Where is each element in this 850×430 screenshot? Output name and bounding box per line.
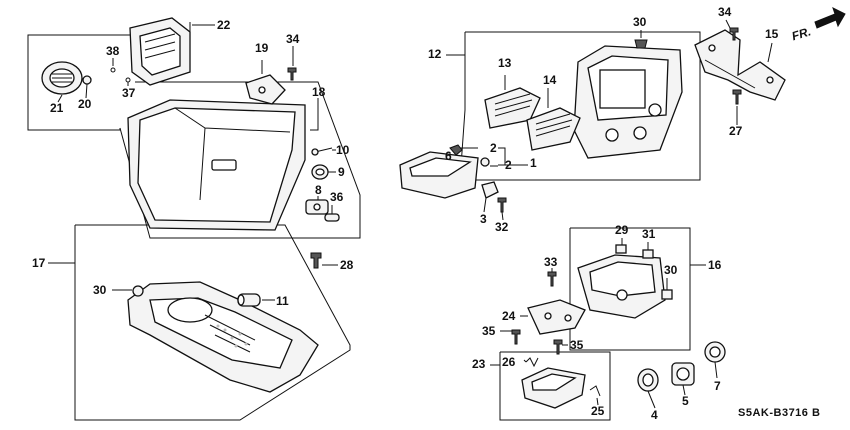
bracket-24 xyxy=(527,299,586,335)
callout-6: 6 xyxy=(445,149,452,163)
callout-30-lower: 30 xyxy=(93,283,107,297)
diagram-code: S5AK-B3716 B xyxy=(738,407,820,419)
callout-14: 14 xyxy=(543,73,557,87)
spring-26 xyxy=(525,357,539,368)
damper-9 xyxy=(311,164,329,180)
callout-36: 36 xyxy=(330,190,344,204)
front-direction-arrow xyxy=(814,7,846,29)
callout-15: 15 xyxy=(765,27,779,41)
screw-35-left xyxy=(511,329,521,345)
vent-13 xyxy=(484,87,541,129)
lighter-7 xyxy=(704,341,726,363)
callout-9: 9 xyxy=(338,165,345,179)
callout-34-right: 34 xyxy=(718,5,732,19)
clip-31 xyxy=(642,249,654,259)
callout-22: 22 xyxy=(217,18,231,32)
callout-34-left: 34 xyxy=(286,32,300,46)
frame-group-12 xyxy=(459,31,701,181)
tray-23 xyxy=(521,367,586,409)
clip-25 xyxy=(589,385,601,397)
callout-24: 24 xyxy=(502,309,516,323)
stopper-19 xyxy=(245,74,286,105)
callout-4: 4 xyxy=(651,408,658,422)
frame-group-23 xyxy=(499,351,611,421)
callout-2-upper: 2 xyxy=(490,141,497,155)
callout-27: 27 xyxy=(729,124,743,138)
pin-36 xyxy=(324,213,340,222)
callout-1: 1 xyxy=(530,156,537,170)
center-panel-12 xyxy=(573,45,683,159)
socket-5 xyxy=(671,362,695,386)
callout-30-top: 30 xyxy=(633,15,647,29)
screw-33 xyxy=(547,271,557,287)
callout-21: 21 xyxy=(50,101,64,115)
leader-lines xyxy=(48,19,773,409)
latch-8 xyxy=(305,199,329,215)
callout-19: 19 xyxy=(255,41,269,55)
pocket-6 xyxy=(399,151,479,199)
callout-37: 37 xyxy=(122,86,136,100)
diagram-code-suffix: B xyxy=(811,407,821,419)
callout-33: 33 xyxy=(544,255,558,269)
clip-37-38 xyxy=(110,67,131,83)
diagram-code-number: S5AK-B3716 xyxy=(738,407,809,419)
cushion-11 xyxy=(237,293,261,307)
callout-35-right: 35 xyxy=(570,338,584,352)
lower-panel-16 xyxy=(577,254,666,319)
callout-13: 13 xyxy=(498,56,512,70)
callout-12: 12 xyxy=(428,47,442,61)
clip-30-top xyxy=(634,39,648,49)
callout-10: 10 xyxy=(336,143,350,157)
callout-20: 20 xyxy=(78,97,92,111)
callout-28: 28 xyxy=(340,258,354,272)
callout-26: 26 xyxy=(502,355,516,369)
callout-2-lower: 2 xyxy=(505,158,512,172)
clip-29 xyxy=(615,244,627,254)
screw-20 xyxy=(82,75,92,85)
callout-18: 18 xyxy=(312,85,326,99)
callout-23: 23 xyxy=(472,357,486,371)
callout-35-left: 35 xyxy=(482,324,496,338)
screw-35-right xyxy=(553,339,563,355)
vent-14 xyxy=(526,107,581,151)
callout-3: 3 xyxy=(480,212,487,226)
callout-17: 17 xyxy=(32,256,46,270)
vent-outlet-21 xyxy=(41,61,83,95)
glove-box-18 xyxy=(127,99,306,231)
frame-group-18 xyxy=(119,81,361,239)
screw-34-left xyxy=(287,67,297,81)
bolt-28 xyxy=(310,252,322,269)
callout-30-panel: 30 xyxy=(664,263,678,277)
callout-7: 7 xyxy=(714,379,721,393)
callout-16: 16 xyxy=(708,258,722,272)
nut-2 xyxy=(449,144,490,167)
callout-11: 11 xyxy=(276,294,289,308)
callout-5: 5 xyxy=(682,394,689,408)
clip-30-lower xyxy=(132,285,144,297)
callout-32: 32 xyxy=(495,220,509,234)
socket-4 xyxy=(637,368,659,392)
callout-38: 38 xyxy=(106,44,120,58)
screw-32 xyxy=(497,197,507,213)
frame-group-17 xyxy=(74,224,351,421)
callout-31: 31 xyxy=(642,227,656,241)
lower-cover-17 xyxy=(127,281,319,393)
callout-25: 25 xyxy=(591,404,605,418)
callout-29: 29 xyxy=(615,223,629,237)
callout-8: 8 xyxy=(315,183,322,197)
clip-30-panel xyxy=(661,289,673,300)
stay-3 xyxy=(481,181,499,199)
screw-27 xyxy=(732,89,742,105)
screw-10 xyxy=(311,147,333,156)
side-vent-assembly xyxy=(129,17,191,86)
screw-34-right xyxy=(729,27,739,41)
